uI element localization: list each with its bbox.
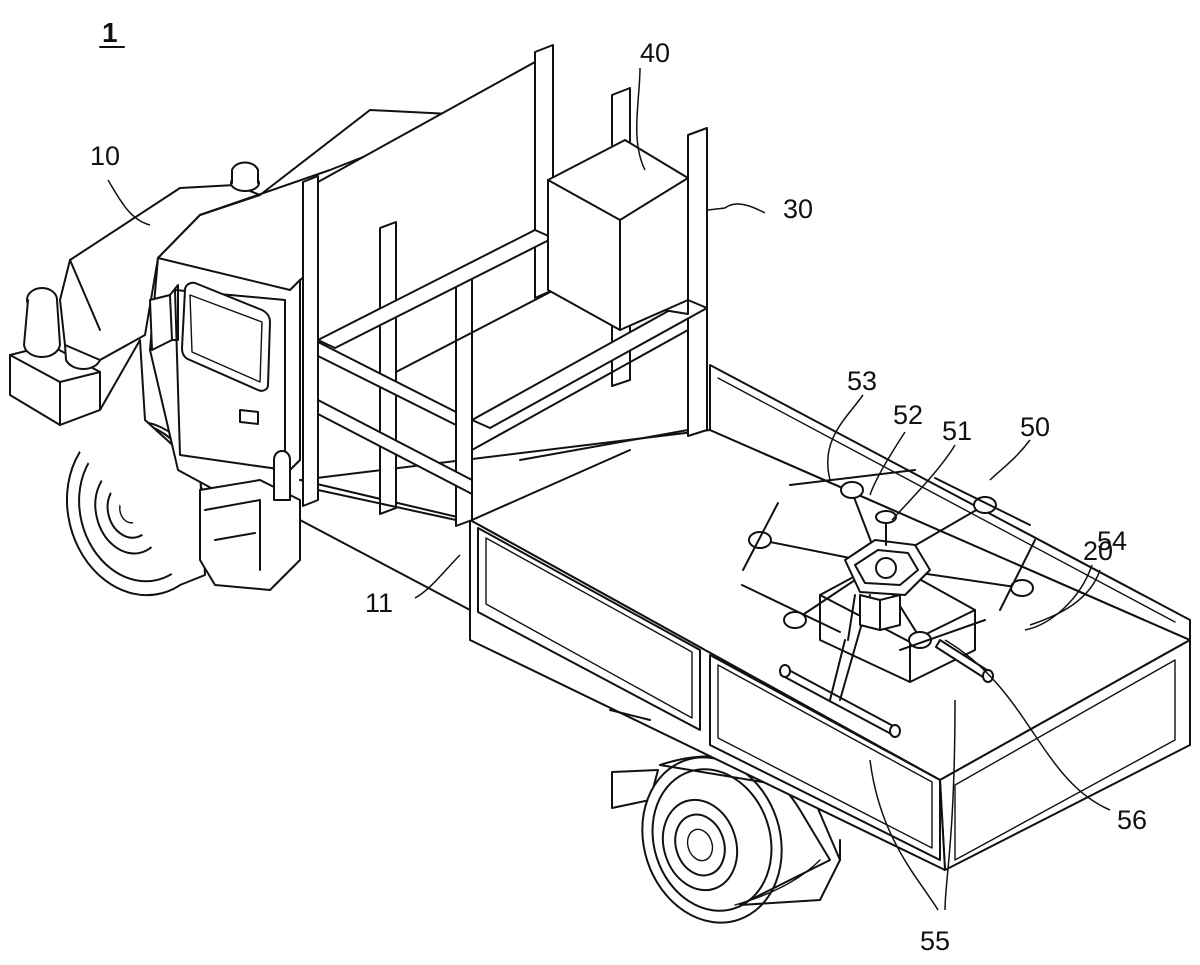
label-11: 11: [365, 588, 393, 618]
figure-number: 1: [100, 17, 124, 48]
label-40: 40: [640, 38, 670, 68]
label-55: 55: [920, 926, 950, 956]
storage-box: [548, 140, 688, 330]
label-51: 51: [942, 416, 972, 446]
label-56: 56: [1117, 805, 1147, 835]
figure-number-text: 1: [102, 17, 118, 48]
label-53: 53: [847, 366, 877, 396]
label-50: 50: [1020, 412, 1050, 442]
label-54: 54: [1097, 526, 1127, 556]
label-10: 10: [90, 141, 120, 171]
label-30: 30: [783, 194, 813, 224]
label-52: 52: [893, 400, 923, 430]
